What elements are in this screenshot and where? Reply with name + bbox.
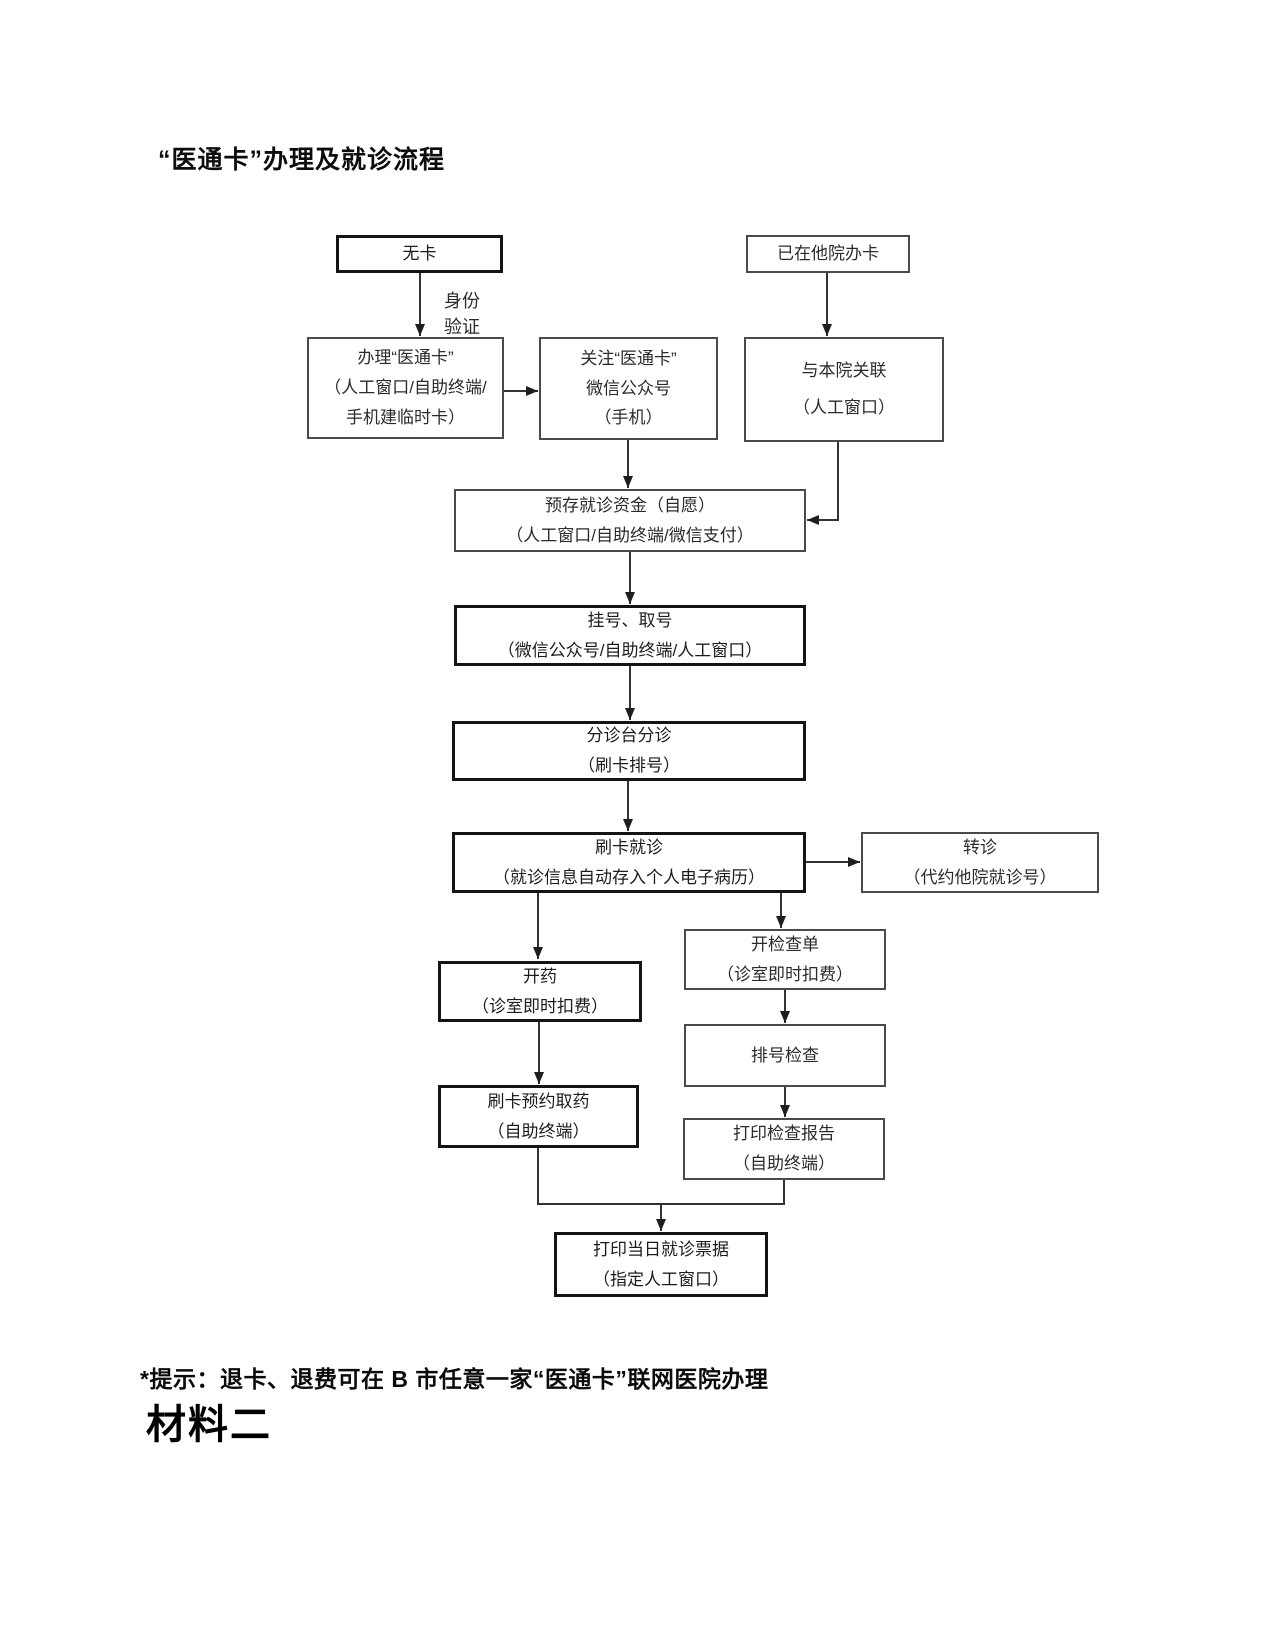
node-line: 刷卡就诊 — [595, 837, 663, 857]
edge-label-line: 身份 — [444, 291, 480, 311]
flow-node-swipe-visit: 刷卡就诊 （就诊信息自动存入个人电子病历） — [452, 832, 806, 893]
node-line: 打印检查报告 — [733, 1124, 835, 1144]
node-line: （诊室即时扣费） — [717, 964, 853, 984]
page-title: “医通卡”办理及就诊流程 — [158, 146, 446, 174]
flow-node-deposit: 预存就诊资金（自愿） （人工窗口/自助终端/微信支付） — [454, 489, 806, 552]
node-line: 开药 — [523, 966, 557, 986]
flow-node-referral: 转诊 （代约他院就诊号） — [861, 832, 1099, 893]
node-line: 预存就诊资金（自愿） — [545, 495, 715, 515]
arrow-link-hospital-to-deposit — [807, 442, 839, 525]
node-line: 已在他院办卡 — [777, 244, 879, 264]
node-line: 排号检查 — [751, 1045, 819, 1065]
flow-node-queue-exam: 排号检查 — [684, 1024, 886, 1087]
flow-node-register: 挂号、取号 （微信公众号/自助终端/人工窗口） — [454, 605, 806, 666]
node-line: （人工窗口/自助终端/ — [324, 378, 487, 398]
flow-node-apply-card: 办理“医通卡” （人工窗口/自助终端/ 手机建临时卡） — [307, 337, 504, 439]
node-line: （手机） — [594, 408, 663, 428]
node-line: （就诊信息自动存入个人电子病历） — [493, 867, 765, 887]
flow-node-pickup-medicine: 刷卡预约取药 （自助终端） — [438, 1085, 639, 1148]
node-line: 关注“医通卡” — [580, 348, 677, 368]
node-line: 打印当日就诊票据 — [593, 1239, 729, 1259]
node-line: 微信公众号 — [586, 378, 671, 398]
node-line: 开检查单 — [751, 934, 819, 954]
node-line: （代约他院就诊号） — [903, 867, 1057, 887]
node-line: （人工窗口） — [793, 397, 895, 417]
node-line: （诊室即时扣费） — [472, 996, 608, 1016]
identity-verification-label: 身份 验证 — [434, 288, 490, 340]
edge-label-line: 验证 — [444, 317, 480, 338]
node-line: 无卡 — [402, 244, 437, 264]
node-line: （自助终端） — [733, 1154, 835, 1173]
node-line: 挂号、取号 — [587, 610, 673, 630]
flow-node-other-hospital-card: 已在他院办卡 — [746, 235, 910, 273]
node-line: 分诊台分诊 — [586, 726, 672, 746]
node-line: （人工窗口/自助终端/微信支付） — [506, 525, 754, 545]
flow-node-follow-wechat: 关注“医通卡” 微信公众号 （手机） — [539, 337, 718, 440]
flow-node-exam-order: 开检查单 （诊室即时扣费） — [684, 929, 886, 990]
node-line: （刷卡排号） — [578, 756, 680, 775]
flow-node-no-card: 无卡 — [336, 235, 503, 273]
flow-node-prescribe: 开药 （诊室即时扣费） — [438, 961, 642, 1022]
node-line: 手机建临时卡） — [346, 407, 465, 427]
node-line: 与本院关联 — [801, 361, 887, 381]
flow-node-print-receipt: 打印当日就诊票据 （指定人工窗口） — [554, 1232, 768, 1297]
node-line: 刷卡预约取药 — [487, 1091, 590, 1111]
section-heading: 材料二 — [146, 1403, 272, 1447]
node-line: 办理“医通卡” — [357, 348, 454, 368]
flow-node-link-hospital: 与本院关联 （人工窗口） — [744, 337, 944, 442]
node-line: （自助终端） — [487, 1121, 590, 1141]
flow-node-triage: 分诊台分诊 （刷卡排号） — [452, 721, 806, 781]
node-line: （微信公众号/自助终端/人工窗口） — [497, 640, 763, 660]
note-text: *提示：退卡、退费可在 B 市任意一家“医通卡”联网医院办理 — [140, 1366, 769, 1392]
node-line: （指定人工窗口） — [593, 1269, 729, 1289]
node-line: 转诊 — [963, 837, 997, 857]
flow-node-print-report: 打印检查报告 （自助终端） — [683, 1118, 885, 1180]
